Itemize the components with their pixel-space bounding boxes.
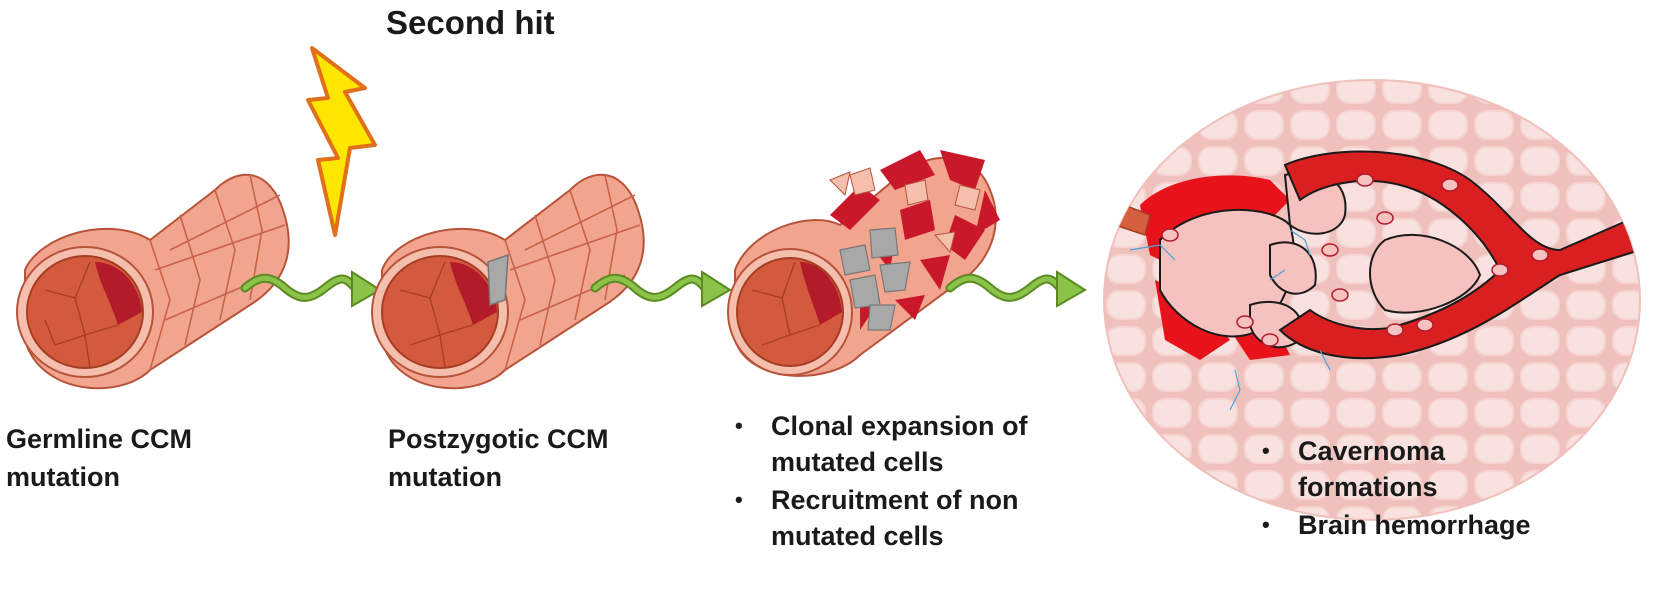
bullet-line: Brain hemorrhage — [1298, 510, 1531, 540]
vessel-germline — [16, 173, 290, 390]
list-item: Cavernoma formations — [1262, 433, 1531, 505]
label-postzygotic-line-1: Postzygotic CCM — [388, 424, 609, 454]
list-item: Clonal expansion of mutated cells — [735, 408, 1028, 480]
arrow-3 — [945, 270, 1087, 308]
bullet-line: mutated cells — [771, 521, 944, 551]
label-postzygotic-line-2: mutation — [388, 462, 502, 492]
arrow-2 — [590, 270, 732, 308]
bullet-line: mutated cells — [771, 447, 944, 477]
label-germline: Germline CCM mutation — [6, 420, 192, 496]
cavernoma-tissue — [1103, 79, 1641, 521]
bullet-line: Recruitment of non — [771, 485, 1019, 515]
list-item: Recruitment of non mutated cells — [735, 482, 1028, 554]
label-germline-line-1: Germline CCM — [6, 424, 193, 454]
bullet-line: formations — [1298, 472, 1438, 502]
list-cavernoma: Cavernoma formations Brain hemorrhage — [1262, 433, 1531, 545]
lightning-bolt-icon — [306, 46, 377, 237]
vessel-postzygotic — [371, 173, 645, 390]
list-item: Brain hemorrhage — [1262, 507, 1531, 543]
bullet-line: Cavernoma — [1298, 436, 1446, 466]
arrow-1 — [240, 270, 382, 308]
title-second-hit: Second hit — [386, 4, 555, 41]
bullet-line: Clonal expansion of — [771, 411, 1028, 441]
label-postzygotic: Postzygotic CCM mutation — [388, 420, 609, 496]
vessel-clonal-expansion — [727, 150, 1000, 377]
label-germline-line-2: mutation — [6, 462, 120, 492]
list-clonal: Clonal expansion of mutated cells Recrui… — [735, 408, 1028, 556]
